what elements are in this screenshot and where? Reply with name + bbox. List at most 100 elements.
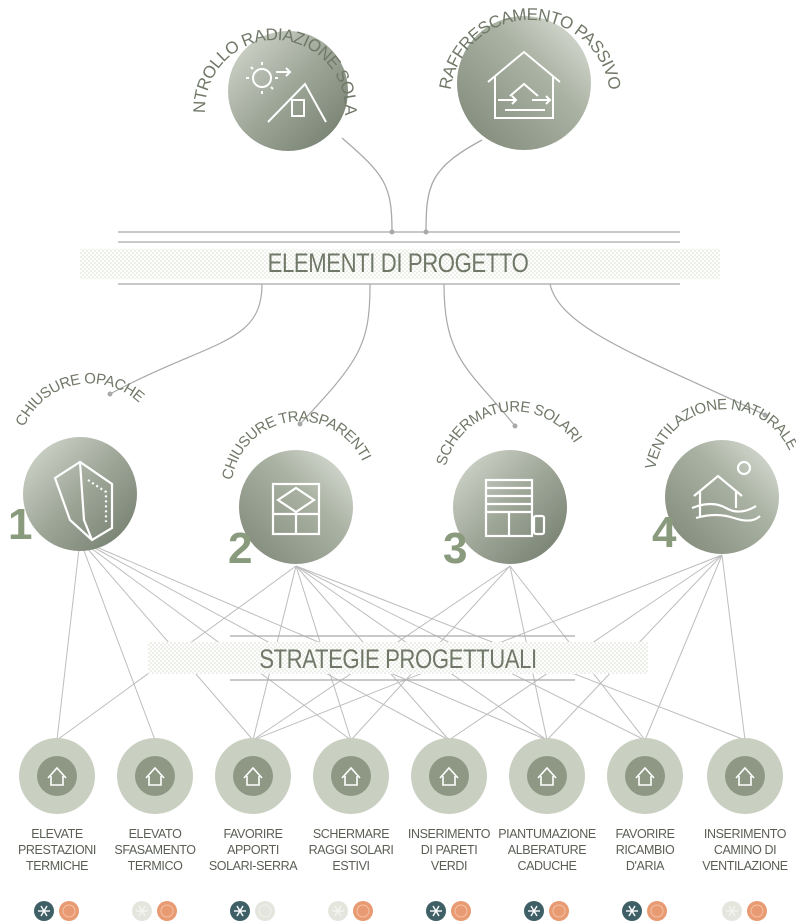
summer-sun-icon	[59, 901, 79, 921]
strategy-icon-glyph	[145, 766, 165, 786]
sun-ring	[160, 904, 174, 918]
element-label: CHIUSURE OPACHE	[12, 370, 148, 429]
sun-house-icon	[246, 62, 327, 123]
connector-line	[549, 283, 766, 416]
strategy-node	[117, 738, 193, 814]
sun-ring	[750, 904, 764, 918]
connector-line	[425, 139, 483, 233]
element-chiusure-opache: CHIUSURE OPACHE	[12, 370, 148, 551]
sun-shade-house-icon	[331, 756, 371, 796]
strategy-label: INSERIMENTO CAMINO DI VENTILAZIONE	[695, 826, 795, 874]
connector-line	[644, 554, 723, 741]
strategy-label: INSERIMENTO DI PARETI VERDI	[399, 826, 499, 874]
strategy-icon-glyph	[341, 766, 361, 786]
strategy-label-line: FAVORIRE	[223, 827, 283, 841]
season-indicators	[34, 901, 767, 921]
connector-line	[299, 283, 371, 425]
strategy-node	[19, 738, 95, 814]
strategy-label-line: ALBERATURE	[507, 843, 587, 857]
strategy-icon-glyph	[439, 766, 459, 786]
strategy-node	[313, 738, 389, 814]
strategy-label-line: APPORTI	[227, 843, 279, 857]
connector-line	[79, 539, 156, 741]
strategy-label-line: INSERIMENTO	[407, 827, 491, 841]
summer-sun-icon	[157, 901, 177, 921]
element-number: 3	[443, 524, 468, 573]
strategy-label-line: ELEVATO	[128, 827, 182, 841]
window-icon	[271, 482, 321, 536]
connector-dot	[297, 421, 303, 427]
strategy-label-line: SOLARI-SERRA	[208, 859, 298, 873]
strategy-node	[411, 738, 487, 814]
strategy-icon-glyph	[537, 766, 557, 786]
passive-cooling-house-icon	[487, 50, 561, 119]
top-bubble-solar-control: CONTROLLO RADIAZIONE SOLARE	[0, 0, 361, 151]
strategy-label-line: VENTILAZIONE	[702, 859, 788, 873]
strategy-label-line: PIANTUMAZIONE	[498, 827, 596, 841]
banner-title-elements: ELEMENTI DI PROGETTO	[267, 248, 529, 278]
strategy-node	[707, 738, 783, 814]
connector-line	[443, 283, 516, 427]
summer-sun-icon	[747, 901, 767, 921]
summer-sun-icon	[549, 901, 569, 921]
sun-ring	[454, 904, 468, 918]
strategy-label: SCHERMARE RAGGI SOLARI ESTIVI	[301, 826, 401, 874]
summer-sun-icon	[255, 901, 275, 921]
sun-ring	[62, 904, 76, 918]
ventilation-icon	[691, 460, 761, 522]
strategy-label-line: RICAMBIO	[615, 843, 675, 857]
strategy-label-line: CAMINO DI	[713, 843, 777, 857]
connector-line	[721, 554, 746, 741]
snowflake-glyph	[430, 905, 442, 917]
strategy-label-line: SFASAMENTO	[114, 843, 196, 857]
strategy-label-line: VERDI	[430, 859, 468, 873]
strategy-icon-glyph	[635, 766, 655, 786]
summer-sun-icon	[647, 901, 667, 921]
connector-line	[79, 539, 254, 741]
snowflake-glyph	[626, 905, 638, 917]
strategy-node	[215, 738, 291, 814]
connector-line	[79, 539, 352, 741]
snowflake-glyph	[136, 905, 148, 917]
snowflake-glyph	[38, 905, 50, 917]
sun-ring	[356, 904, 370, 918]
strategy-icon-glyph	[47, 766, 67, 786]
connector-line	[56, 539, 81, 741]
green-wall-icon	[429, 756, 469, 796]
strategy-label-line: RAGGI SOLARI	[308, 843, 394, 857]
banner-strategie-progettuali	[148, 635, 648, 681]
strategy-label-line: ELEVATE	[31, 827, 83, 841]
strategy-label-line: DI PARETI	[420, 843, 478, 857]
snowflake-glyph	[726, 905, 738, 917]
strategy-label-line: ESTIVI	[332, 859, 370, 873]
connector-line	[341, 137, 393, 233]
connector-line	[79, 539, 548, 741]
connector-dot	[762, 412, 768, 418]
house-heat-waves-icon	[135, 756, 175, 796]
banner-title-strategies: STRATEGIE PROGETTUALI	[259, 644, 537, 674]
strategy-label-line: SCHERMARE	[312, 827, 390, 841]
strategy-circles	[19, 738, 783, 814]
strategy-label: FAVORIRE APPORTI SOLARI-SERRA	[203, 826, 303, 874]
banner-elementi-di-progetto	[80, 231, 720, 285]
strategy-label-line: D'ARIA	[625, 859, 665, 873]
strategy-label: ELEVATO SFASAMENTO TERMICO	[105, 826, 205, 874]
opaque-wall-icon	[53, 460, 114, 542]
air-exchange-icon	[625, 756, 665, 796]
connector-dot	[107, 391, 113, 397]
element-number: 1	[8, 500, 33, 549]
strategy-label: FAVORIRE RICAMBIO D'ARIA	[595, 826, 695, 874]
strategy-icon-glyph	[735, 766, 755, 786]
element-number: 4	[652, 508, 677, 557]
snowflake-glyph	[528, 905, 540, 917]
connector-line	[79, 539, 450, 741]
strategy-label-line: INSERIMENTO	[703, 827, 787, 841]
deciduous-tree-icon	[527, 756, 567, 796]
strategy-label-line: FAVORIRE	[615, 827, 675, 841]
strategy-node	[607, 738, 683, 814]
strategy-label-line: TERMICO	[127, 859, 183, 873]
snowflake-glyph	[234, 905, 246, 917]
